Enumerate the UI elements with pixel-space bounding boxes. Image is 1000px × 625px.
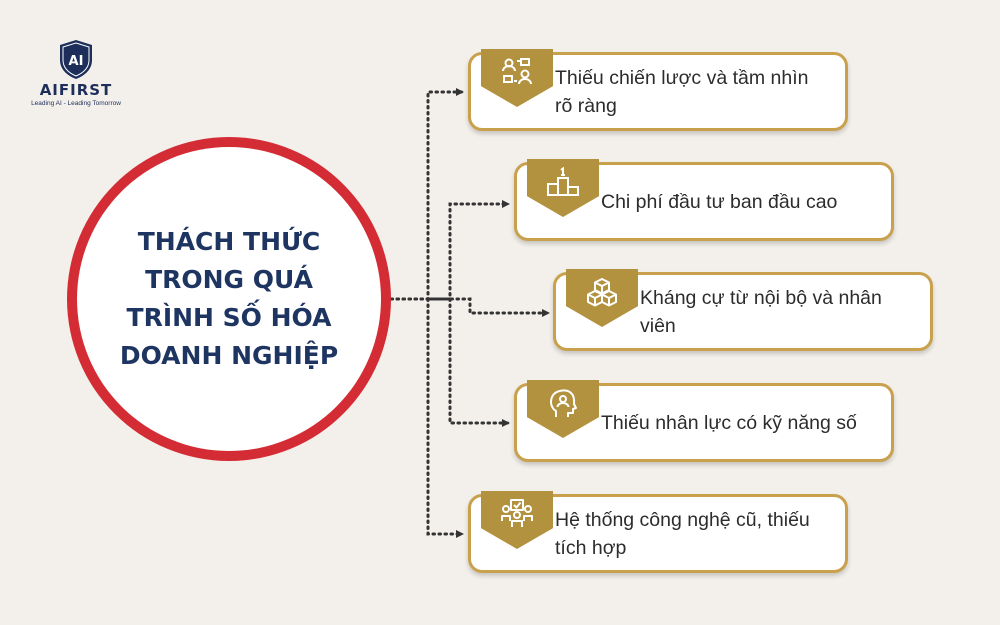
center-title: THÁCH THỨC TRONG QUÁ TRÌNH SỐ HÓA DOANH … [109, 223, 349, 375]
challenge-badge [527, 159, 599, 217]
challenge-text: Thiếu nhân lực có kỹ năng số [601, 411, 857, 434]
shield-logo-icon: AI [60, 40, 92, 79]
connector-3 [389, 297, 550, 317]
brand-logo: AI AIFIRST Leading AI - Leading Tomorrow [26, 38, 126, 107]
center-title-line: DOANH NGHIỆP [119, 341, 339, 370]
challenge-text: Kháng cự từ nội bộ và nhân viên [640, 286, 882, 337]
challenge-card-resistance: Kháng cự từ nội bộ và nhân viên [553, 269, 933, 351]
challenge-badge [527, 380, 599, 438]
head-person-icon [550, 389, 577, 417]
podium-icon [547, 167, 579, 196]
challenge-card-legacy: Hệ thống công nghệ cũ, thiếu tích hợp [468, 491, 848, 573]
challenge-card-skills: Thiếu nhân lực có kỹ năng số [514, 380, 894, 462]
challenge-card-cost: Chi phí đầu tư ban đầu cao [514, 159, 894, 241]
connector-4 [448, 297, 510, 427]
brand-tagline: Leading AI - Leading Tomorrow [31, 100, 121, 107]
challenge-text: Chi phí đầu tư ban đầu cao [601, 190, 838, 213]
center-title-line: THÁCH THỨC [137, 227, 321, 256]
connector-5 [426, 297, 464, 538]
connector-1 [389, 88, 464, 301]
center-title-line: TRÌNH SỐ HÓA [126, 303, 332, 332]
challenge-text: Thiếu chiến lược và tầm nhìn rõ ràng [555, 66, 809, 117]
challenge-badge [481, 49, 553, 107]
cubes-icon [587, 278, 617, 307]
center-circle: THÁCH THỨC TRONG QUÁ TRÌNH SỐ HÓA DOANH … [77, 147, 381, 451]
strategy-people-icon [502, 58, 532, 85]
challenge-badge [566, 269, 638, 327]
challenge-card-strategy: Thiếu chiến lược và tầm nhìn rõ ràng [468, 49, 848, 131]
challenge-text: Hệ thống công nghệ cũ, thiếu tích hợp [555, 508, 810, 559]
center-title-line: TRONG QUÁ [145, 265, 313, 294]
team-check-icon [501, 499, 533, 527]
brand-name: AIFIRST [39, 81, 113, 99]
connector-2 [428, 200, 510, 301]
logo-mark: AI [69, 54, 84, 69]
challenge-badge [481, 491, 553, 549]
